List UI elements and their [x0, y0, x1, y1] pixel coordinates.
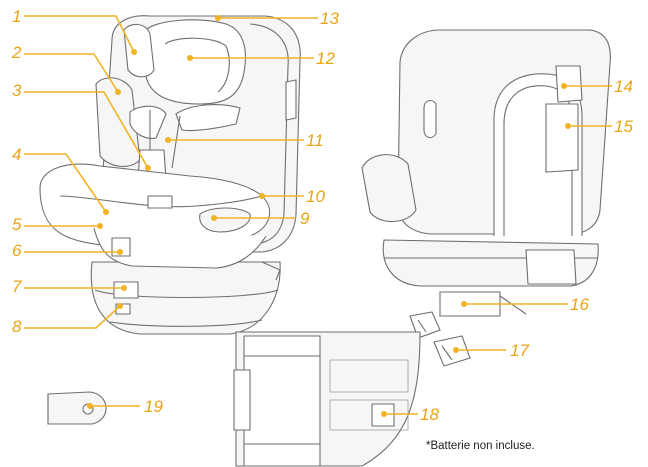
callout-16: 16: [461, 295, 589, 314]
callout-label: 8: [12, 317, 22, 336]
callout-label: 15: [614, 117, 633, 136]
callout-label: 16: [570, 295, 589, 314]
callout-2: 2: [11, 43, 121, 95]
callout-label: 5: [12, 215, 22, 234]
callout-label: 14: [614, 77, 633, 96]
callout-9: 9: [211, 209, 310, 228]
callout-3: 3: [12, 81, 151, 171]
callout-12: 12: [187, 49, 335, 68]
callout-label: 1: [12, 7, 21, 26]
loose-part-19: [47, 391, 107, 425]
callout-label: 11: [306, 131, 324, 150]
callout-7: 7: [12, 277, 127, 296]
callout-label: 2: [11, 43, 22, 62]
callout-19: 19: [87, 397, 163, 416]
callout-label: 13: [320, 9, 339, 28]
callout-4: 4: [12, 145, 109, 215]
seat-front-view: [39, 15, 301, 335]
callout-18: 18: [381, 405, 439, 424]
callout-label: 12: [316, 49, 335, 68]
battery-footnote: *Batterie non incluse.: [426, 440, 535, 452]
callout-label: 9: [300, 209, 310, 228]
callout-label: 10: [306, 187, 325, 206]
callout-5: 5: [12, 215, 103, 234]
callout-label: 3: [12, 81, 22, 100]
callout-10: 10: [259, 187, 325, 206]
callout-8: 8: [12, 303, 123, 336]
callout-13: 13: [215, 9, 339, 28]
callout-label: 17: [510, 341, 529, 360]
seat-rear-view: [361, 29, 611, 367]
callout-label: 18: [420, 405, 439, 424]
callout-6: 6: [12, 241, 123, 260]
seat-bottom-view: [233, 331, 421, 467]
callout-11: 11: [165, 131, 324, 150]
callout-15: 15: [565, 117, 633, 136]
callout-17: 17: [453, 341, 529, 360]
callout-label: 7: [12, 277, 22, 296]
callout-label: 6: [12, 241, 22, 260]
callout-label: 19: [144, 397, 163, 416]
callout-label: 4: [12, 145, 21, 164]
callout-14: 14: [561, 77, 633, 96]
callout-1: 1: [12, 7, 137, 55]
